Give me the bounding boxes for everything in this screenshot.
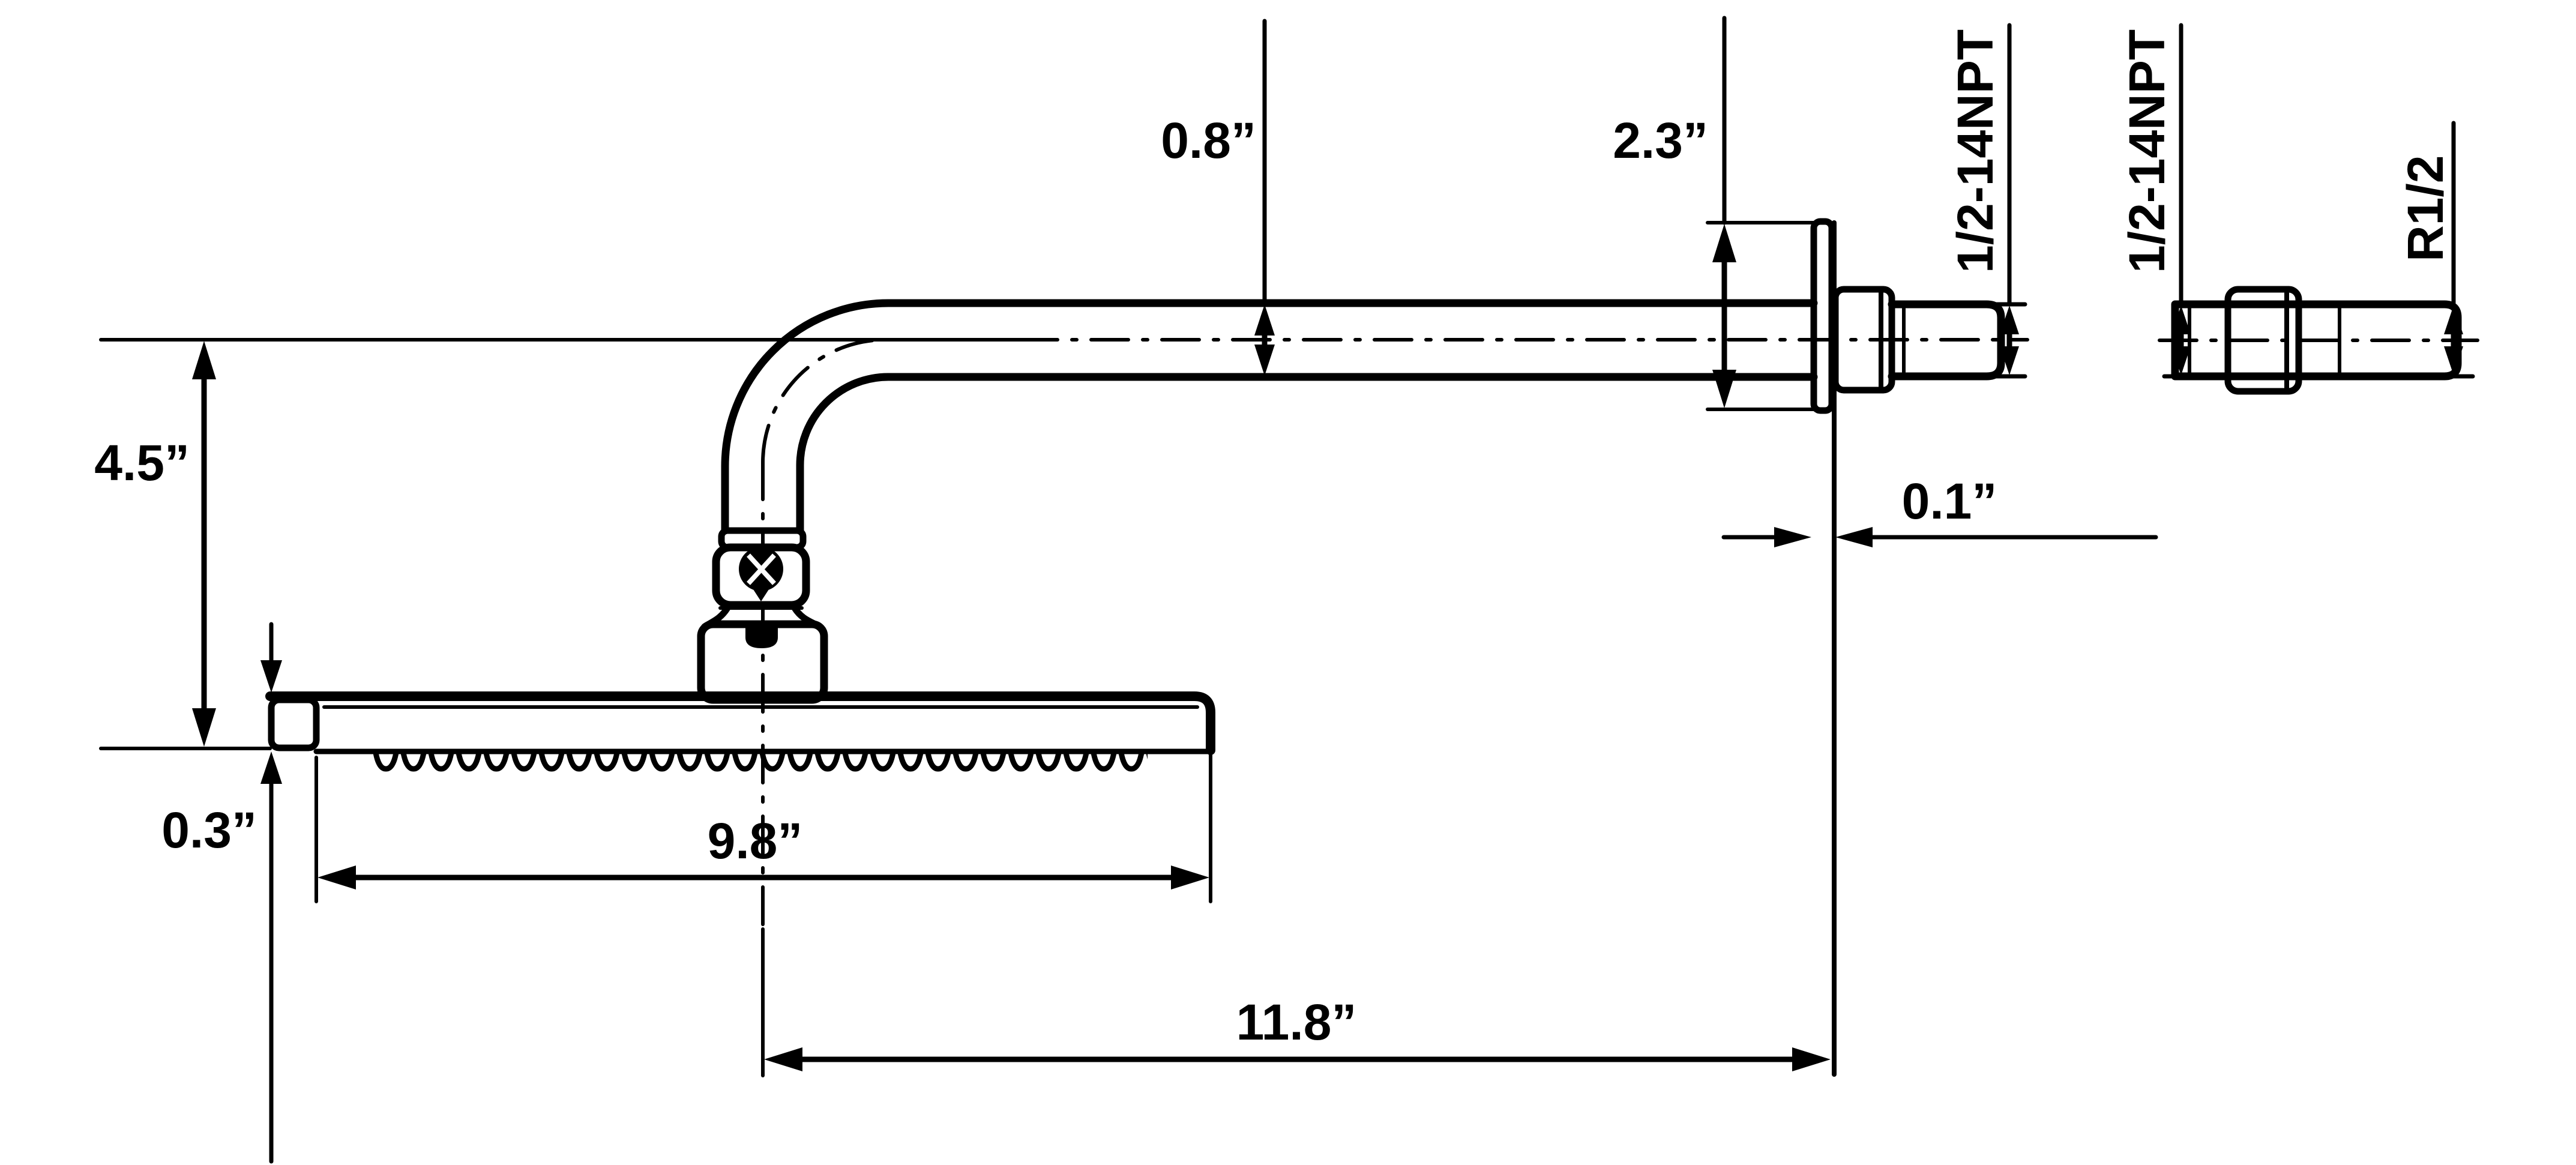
arrowhead-left-icon (1835, 527, 1873, 547)
dim-detail-thread-label: 1/2-14NPT (2119, 29, 2175, 273)
arrowhead-down-icon (1254, 345, 1275, 376)
arm-bend-outer (721, 299, 892, 535)
arrowhead-up-icon (192, 341, 216, 379)
dim-arm-thread-ticks (1994, 302, 2027, 379)
ball-joint-tip (753, 589, 769, 601)
arrowhead-up-icon (2171, 306, 2191, 334)
dim-arm-thread-label: 1/2-14NPT (1947, 29, 2003, 273)
dim-flange-standoff: 0.1” (1721, 473, 2158, 547)
arrowhead-right-icon (1792, 1047, 1831, 1071)
shower-head (265, 691, 1215, 779)
arrowhead-down-icon (2000, 346, 2019, 375)
dim-detail-radius: R1/2 (2397, 121, 2475, 379)
dim-wall-to-center: 11.8” (764, 994, 1831, 1071)
head-top-face (265, 691, 1215, 755)
dim-reach-label: 11.8” (1236, 994, 1357, 1050)
escutcheon-flange (1810, 218, 1835, 414)
centerline-arm-bend (761, 338, 888, 464)
dim-head-thickness: 0.3” (161, 622, 282, 1164)
arrowhead-down-icon (2444, 346, 2463, 375)
arm-bend-inner (796, 373, 892, 535)
dim-width-label: 9.8” (708, 813, 803, 869)
ball-joint-highlight (747, 553, 776, 585)
dim-head-width: 9.8” (314, 752, 1212, 903)
arrowhead-left-icon (317, 865, 356, 890)
dim-flange-label: 2.3” (1613, 112, 1708, 169)
threaded-pipe-end (1888, 300, 2005, 381)
arrowhead-up-icon (1254, 304, 1275, 336)
shower-arm (721, 299, 1818, 535)
arrowhead-right-icon (1171, 865, 1209, 890)
dim-drop-height: 4.5” (94, 341, 272, 750)
wall-mount (1810, 218, 2005, 1077)
dim-flange-extension-lines (1706, 221, 1825, 411)
dim-drop-label: 4.5” (94, 435, 190, 491)
dim-detail-thread: 1/2-14NPT (2119, 23, 2204, 379)
arrowhead-up-icon (2444, 306, 2463, 334)
dim-arm-od: 0.8” (1161, 19, 1275, 376)
arrowhead-left-icon (764, 1047, 802, 1071)
arrowhead-right-icon (1774, 527, 1811, 547)
dim-thickness-label: 0.3” (161, 802, 257, 858)
dim-arm-thread: 1/2-14NPT (1947, 23, 2027, 379)
arrowhead-down-icon (1712, 370, 1736, 408)
dim-flange-diameter: 2.3” (1613, 16, 1825, 411)
nipple-hex-nut (1832, 286, 1895, 394)
arrowhead-up-icon (2000, 306, 2019, 334)
arrowhead-down-icon (2171, 346, 2191, 375)
head-left-rim (268, 696, 320, 751)
dim-detail-radius-label: R1/2 (2397, 155, 2454, 262)
boss-socket (745, 628, 778, 648)
ball-joint-assembly (697, 527, 828, 704)
arrowhead-up-icon (260, 751, 282, 784)
arrowhead-down-icon (260, 660, 282, 693)
arrowhead-down-icon (192, 708, 216, 747)
detail-hex-nut (2224, 286, 2302, 395)
dim-standoff-label: 0.1” (1902, 473, 1997, 529)
dim-arm-od-label: 0.8” (1161, 112, 1256, 169)
arrowhead-up-icon (1712, 224, 1736, 262)
nozzle-row (372, 751, 1148, 779)
dim-width-extension-lines (314, 752, 1212, 903)
